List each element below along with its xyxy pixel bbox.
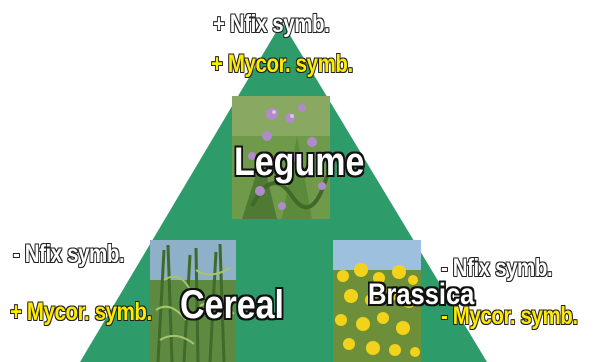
cereal-mycor-label: + Mycor. symb. xyxy=(10,298,152,327)
brassica-mycor-label: - Mycor. symb. xyxy=(441,302,578,331)
cereal-crop-name: Cereal xyxy=(180,283,284,328)
legume-mycor-label: + Mycor. symb. xyxy=(211,50,353,79)
legume-nfix-label: + Nfix symb. xyxy=(213,10,329,39)
cereal-nfix-label: - Nfix symb. xyxy=(13,240,124,269)
brassica-nfix-label: - Nfix symb. xyxy=(441,254,552,283)
legume-crop-name: Legume xyxy=(234,140,364,185)
